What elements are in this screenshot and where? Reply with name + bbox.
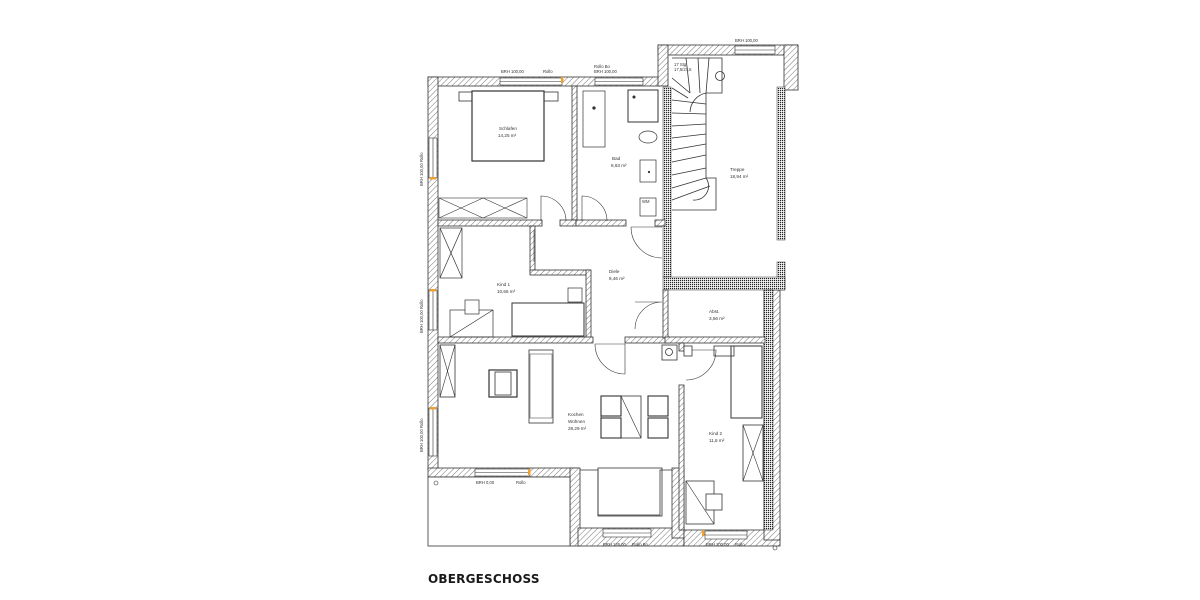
room-name-bad: Bad <box>612 156 621 161</box>
rollo-markers <box>430 77 705 536</box>
stair-note-ratio: 17,5/27,6 <box>674 67 692 72</box>
room-name-wohnen: Wohnen <box>568 419 585 424</box>
bed-double <box>458 90 559 162</box>
svg-text:BRH 100,00: BRH 100,00 <box>594 69 617 74</box>
interior-walls <box>437 85 766 531</box>
room-area-bad: 8,63 m² <box>611 163 627 168</box>
svg-text:BRH 100,00: BRH 100,00 <box>706 542 729 547</box>
room-name-kind1: Kind 1 <box>497 282 510 287</box>
room-labels: Schlafen 14,25 m² Bad 8,63 m² Treppe 18,… <box>497 62 749 443</box>
stair-note-steps: 17 Stg. <box>674 62 687 67</box>
svg-text:BRH 126,00: BRH 126,00 <box>603 542 626 547</box>
kind1-furniture <box>439 227 585 338</box>
svg-text:BRH 100,00 Rollo: BRH 100,00 Rollo <box>419 152 424 186</box>
room-name-treppe: Treppe <box>730 167 745 172</box>
windows <box>428 45 776 540</box>
svg-text:BRH 100,00: BRH 100,00 <box>501 69 524 74</box>
wardrobe <box>438 197 528 219</box>
svg-text:BRH 100,00 Rollo: BRH 100,00 Rollo <box>419 418 424 452</box>
svg-text:Rollo Bo: Rollo Bo <box>594 64 610 69</box>
living-furniture <box>439 344 693 439</box>
floor-title: OBERGESCHOSS <box>428 572 540 586</box>
window-labels: BRH 100,00 Rollo Rollo Bo BRH 100,00 BRH… <box>419 38 758 547</box>
kitchen-bay <box>580 469 672 516</box>
room-area-treppe: 18,94 m² <box>730 174 749 179</box>
downpipe-icon <box>772 545 778 551</box>
room-name-diele: Diele <box>609 269 620 274</box>
room-area-schlafen: 14,25 m² <box>498 133 517 138</box>
svg-text:BRH 100,00 Rollo: BRH 100,00 Rollo <box>419 299 424 333</box>
bad-fixture-label: WM <box>642 199 650 204</box>
room-name-abst: Abst. <box>709 309 719 314</box>
svg-text:Rollo: Rollo <box>543 69 553 74</box>
svg-text:BRH 100,00: BRH 100,00 <box>735 38 758 43</box>
bathroom-fixtures <box>582 89 659 217</box>
room-name-kind2: Kind 2 <box>709 431 722 436</box>
svg-text:BRH 0,00: BRH 0,00 <box>476 480 495 485</box>
room-name-kochen: Kochen <box>568 412 584 417</box>
staircase <box>671 57 725 211</box>
svg-text:Rollo: Rollo <box>735 542 745 547</box>
svg-text:Rollo: Rollo <box>516 480 526 485</box>
kind2-furniture <box>685 345 764 525</box>
downpipe-icon <box>433 480 439 486</box>
svg-text:Rollo Bo: Rollo Bo <box>632 542 648 547</box>
balcony <box>427 476 571 547</box>
room-area-diele: 8,46 m² <box>609 276 625 281</box>
room-area-kind1: 10,66 m² <box>497 289 516 294</box>
doors <box>533 195 717 381</box>
room-area-kind2: 11,6 m² <box>709 438 725 443</box>
room-area-kochen-wohnen: 28,29 m² <box>568 426 587 431</box>
room-area-abst: 3,56 m² <box>709 316 725 321</box>
room-name-schlafen: Schlafen <box>499 126 517 131</box>
dotted-walls <box>662 86 786 531</box>
